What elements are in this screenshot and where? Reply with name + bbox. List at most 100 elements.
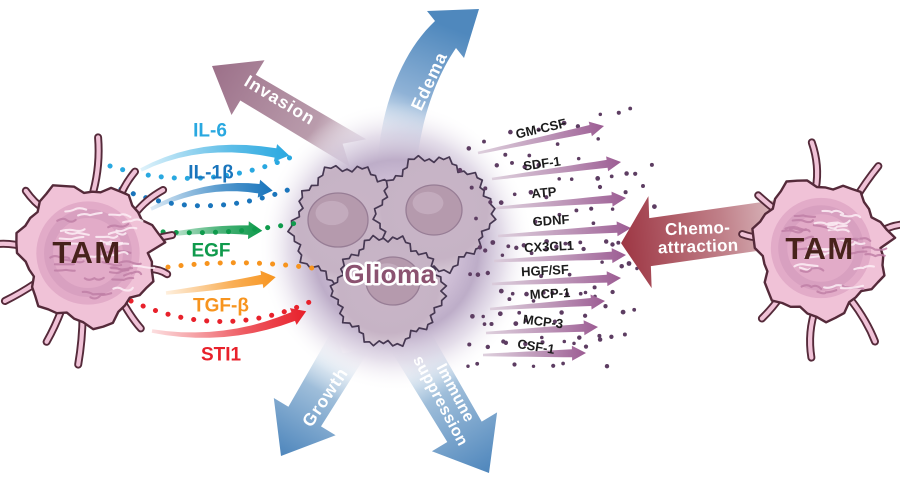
tam-pseudopod [91,135,101,194]
tam-texture-squiggle [53,268,76,272]
tam-texture-squiggle [827,228,850,233]
factor-dot [498,200,504,205]
tam-texture-squiggle [799,267,825,273]
tam-texture-squiggle [118,260,142,266]
tam-texture-squiggle [827,219,851,226]
factor-arrow [491,271,621,287]
factor-arrow [165,270,276,295]
tam-texture-squiggle [793,263,819,268]
tam-texture-squiggle [49,255,71,260]
factor-dot [569,177,574,181]
factor-dot [483,186,488,191]
factor-dot [596,137,600,141]
factor-dot [475,361,480,366]
factor-dot [477,245,483,250]
tam-texture-squiggle [108,213,132,219]
tam-texture-squiggle [781,229,804,234]
tam-texture-squiggle [816,247,841,253]
factor-dot [466,364,470,369]
factor-dot [540,335,544,340]
factor-dot [582,313,588,318]
tam-texture-squiggle [827,224,848,230]
factor-dot [623,190,628,195]
factor-dot [557,177,561,181]
glioma-cells-group [287,154,497,348]
factor-dot [466,146,472,151]
factor-dot [559,310,564,315]
tam-texture-squiggle [58,235,85,241]
factor-dot [632,307,637,312]
factor-dot [489,321,494,327]
tam-pseudopod [121,301,143,331]
factor-label: MCP-3 [522,312,564,332]
factor-dot [536,162,542,168]
factor-group-left: TGF-β [152,260,315,317]
factor-dot [633,171,638,176]
factor-dot [501,339,506,344]
factor-dot [583,290,588,295]
factor-dot [598,112,603,117]
factor-dot [481,314,485,319]
factor-dot [622,332,627,337]
factor-dot [488,200,493,205]
factor-dot [626,261,632,266]
factor-dot [533,219,538,224]
nucleus-highlight [372,263,402,285]
factor-dot [610,207,615,211]
factor-dot [544,195,549,200]
factor-dot [597,184,603,190]
tam-right-label: TAM [785,231,854,266]
factor-label: CX3CL1 [524,238,575,256]
tam-texture-squiggle [111,276,135,281]
factor-dot [527,153,532,158]
factor-arrow [140,144,290,172]
tam-texture-squiggle [101,261,123,267]
tam-texture-squiggle [839,213,862,219]
factor-arrow [489,294,605,311]
factor-dot [510,291,515,296]
factor-dot [508,129,513,135]
factor-dot [609,174,614,179]
chemoattraction-arrow [621,196,801,289]
factor-dot [517,310,522,315]
factor-group-right: SDF-1 [469,153,654,191]
tam-inner-ring [778,205,864,291]
factor-arrow [485,320,598,336]
factor-dot [494,163,499,168]
factor-dot [507,297,512,302]
factor-dot [604,364,610,369]
factor-dot [510,160,514,165]
factor-arrow [495,191,626,210]
factor-dot [595,176,601,181]
factor-label: IL-1β [188,163,233,184]
factor-dot [574,208,579,213]
factor-dot [562,339,567,344]
factor-dot [563,241,568,246]
factor-group-right: MCP-3 [467,312,627,347]
factor-dot [583,344,589,349]
factor-group-left: IL-1β [118,163,301,211]
factor-dot [576,156,581,161]
tam-texture-squiggle [64,207,88,213]
tam-texture-squiggle [81,255,107,259]
factor-dot [512,362,517,367]
factor-dot [597,337,603,342]
factor-dot [536,127,541,132]
factor-dot [567,242,572,246]
factor-arrow [491,156,621,181]
factor-dot [475,272,481,277]
tam-texture-squiggle [861,246,888,251]
tam-texture-squiggle [110,266,132,272]
tam-pseudopod [2,281,37,304]
glioma-cell [329,234,448,348]
factor-dot [497,311,503,317]
factor-dot [529,251,534,256]
factor-dot [531,364,536,369]
tam-texture-squiggle [791,219,815,224]
factor-dot [591,221,596,226]
factor-dot [482,139,486,144]
factor-dot [610,289,615,295]
factor-dot [467,342,472,347]
factor-dot [540,340,545,345]
